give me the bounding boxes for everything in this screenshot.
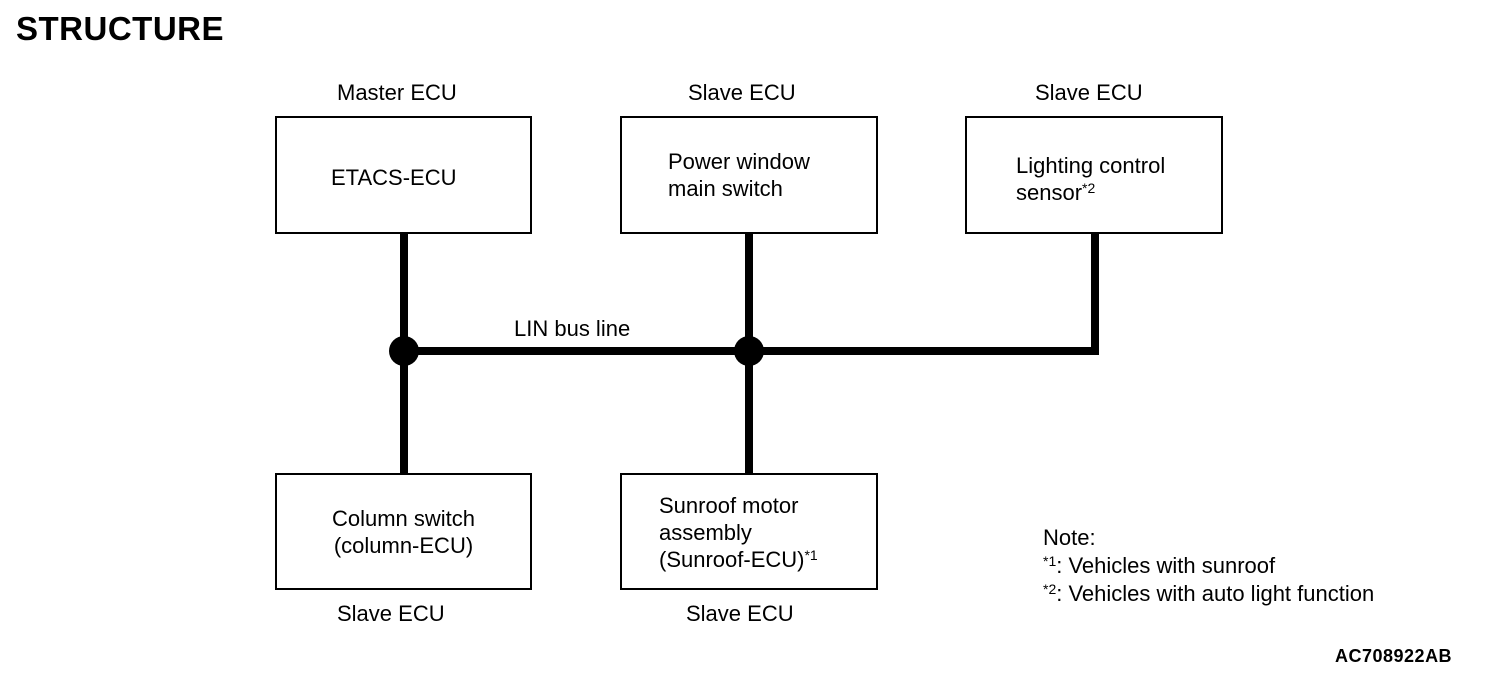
page-title: STRUCTURE	[16, 10, 224, 47]
role-label-sunroof: Slave ECU	[686, 601, 794, 626]
role-label-etacs: Master ECU	[337, 80, 457, 105]
junction-node-left	[389, 336, 419, 366]
box-lighting-control-sensor	[965, 116, 1223, 234]
figure-code: AC708922AB	[1335, 646, 1453, 666]
lighting-control-label: Lighting control sensor*2	[1016, 153, 1166, 205]
footnote-mark-1: *1	[804, 547, 818, 563]
note-item: *1: Vehicles with sunroof	[1043, 553, 1276, 578]
junction-node-center	[734, 336, 764, 366]
footnote-block: Note: *1: Vehicles with sunroof *2: Vehi…	[1043, 524, 1374, 608]
sunroof-label: Sunroof motor assembly (Sunroof-ECU)*1	[659, 493, 818, 572]
etacs-ecu-label: ETACS-ECU	[331, 165, 457, 190]
box-column-switch	[275, 473, 532, 590]
role-label-column: Slave ECU	[337, 601, 445, 626]
box-sunroof-motor-assembly	[620, 473, 878, 590]
note-item: *2: Vehicles with auto light function	[1043, 581, 1375, 606]
lin-bus-label: LIN bus line	[514, 316, 631, 341]
role-label-lighting: Slave ECU	[1035, 80, 1143, 105]
role-label-power-window: Slave ECU	[688, 80, 796, 105]
column-switch-label: Column switch (column-ECU)	[331, 506, 476, 558]
power-window-label: Power window main switch	[668, 149, 810, 201]
note-heading: Note:	[1043, 525, 1096, 550]
footnote-mark-2: *2	[1082, 180, 1096, 196]
box-power-window-main-switch	[620, 116, 878, 234]
box-etacs-ecu	[275, 116, 532, 234]
